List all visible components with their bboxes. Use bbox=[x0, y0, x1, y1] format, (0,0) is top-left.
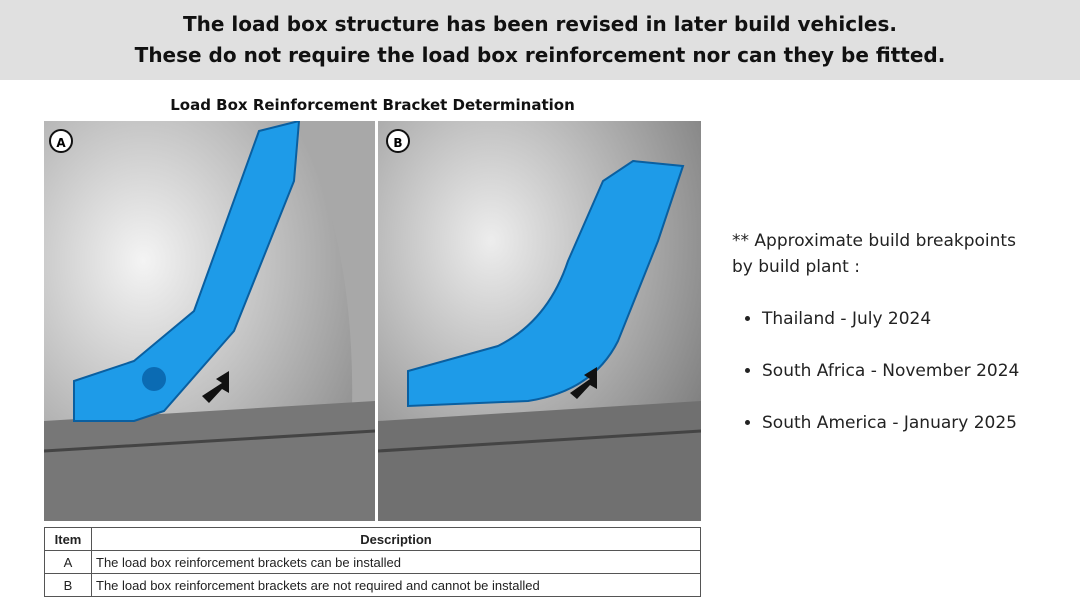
list-item: South Africa - November 2024 bbox=[762, 358, 1019, 384]
notes-heading-line-2: by build plant : bbox=[732, 257, 860, 277]
item-description-table: Item Description A The load box reinforc… bbox=[44, 527, 701, 597]
notes-heading-line-1: ** Approximate build breakpoints bbox=[732, 231, 1016, 251]
item-cell: A bbox=[44, 550, 92, 574]
bracket-illustration-b bbox=[378, 121, 701, 521]
list-item: Thailand - July 2024 bbox=[762, 306, 1019, 332]
notice-line-2: These do not require the load box reinfo… bbox=[134, 43, 946, 67]
figure-title: Load Box Reinforcement Bracket Determina… bbox=[170, 96, 575, 114]
column-header-description: Description bbox=[91, 527, 701, 551]
breakpoints-list: Thailand - July 2024 South Africa - Nove… bbox=[732, 306, 1019, 436]
table-row: A The load box reinforcement brackets ca… bbox=[44, 550, 701, 574]
column-header-item: Item bbox=[44, 527, 92, 551]
table-row: B The load box reinforcement brackets ar… bbox=[44, 573, 701, 597]
notice-banner: The load box structure has been revised … bbox=[0, 0, 1080, 80]
notice-line-1: The load box structure has been revised … bbox=[182, 12, 897, 36]
figure-panel-a: A bbox=[44, 121, 375, 521]
figure-panel-b: B bbox=[378, 121, 701, 521]
description-cell: The load box reinforcement brackets can … bbox=[91, 550, 701, 574]
bracket-illustration-a bbox=[44, 121, 375, 521]
panel-label-b: B bbox=[386, 129, 410, 153]
build-breakpoints-notes: ** Approximate build breakpoints by buil… bbox=[732, 228, 1019, 436]
description-cell: The load box reinforcement brackets are … bbox=[91, 573, 701, 597]
table-header-row: Item Description bbox=[44, 527, 701, 551]
list-item: South America - January 2025 bbox=[762, 410, 1019, 436]
item-cell: B bbox=[44, 573, 92, 597]
panel-label-a: A bbox=[49, 129, 73, 153]
